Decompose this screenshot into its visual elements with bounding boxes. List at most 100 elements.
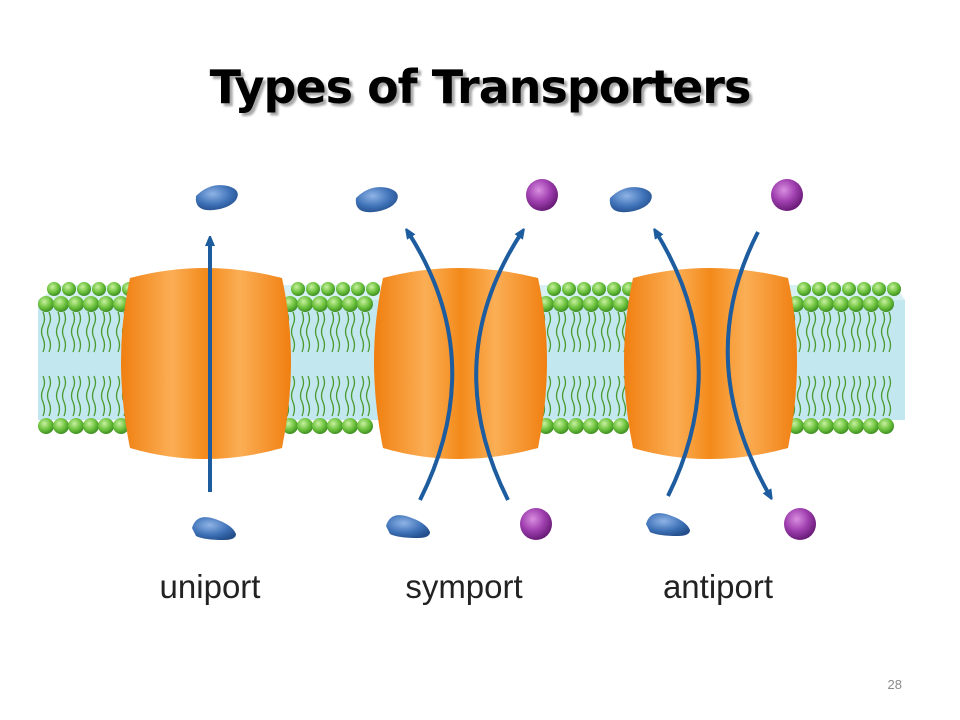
lipid-head: [842, 282, 856, 296]
antiport-protein: [624, 268, 797, 459]
symport-arrow-right: [474, 232, 522, 501]
lipid-tail: [76, 311, 82, 353]
lipid-tail: [344, 311, 350, 353]
lipid-tail: [886, 311, 892, 353]
lipid-tail: [600, 311, 606, 353]
lipid-tail: [85, 375, 91, 417]
lipid-head: [583, 296, 599, 312]
transport-arrows: [210, 232, 770, 500]
lipid-tail: [350, 311, 356, 353]
page-number: 28: [887, 677, 902, 692]
purple-solute-icon: [520, 508, 552, 540]
lipid-tail: [591, 375, 597, 417]
lipid-tail: [290, 311, 296, 353]
lipid-tail: [305, 311, 311, 353]
lipid-head: [598, 296, 614, 312]
lipid-head: [77, 282, 91, 296]
lipid-tail: [85, 311, 91, 353]
lipid-tail: [91, 375, 97, 417]
lipid-head: [553, 296, 569, 312]
lipid-head: [803, 296, 819, 312]
lipid-head: [878, 418, 894, 434]
lipid-head: [613, 296, 629, 312]
lipid-tail: [880, 375, 886, 417]
lipid-tail: [290, 375, 296, 417]
lipid-tail: [606, 311, 612, 353]
lipid-head: [68, 418, 84, 434]
lipid-tail: [350, 375, 356, 417]
transport-proteins: [121, 268, 797, 459]
lipid-head: [321, 282, 335, 296]
lipid-tail: [314, 375, 320, 417]
lipid-head: [583, 418, 599, 434]
lipid-tail: [299, 311, 305, 353]
lipid-tail: [46, 311, 52, 353]
lipid-tail: [811, 375, 817, 417]
lipid-tail: [570, 375, 576, 417]
lipid-tail: [61, 375, 67, 417]
blue-solute-icon: [646, 513, 690, 536]
purple-solute-icon: [784, 508, 816, 540]
lipid-head: [598, 418, 614, 434]
lipid-tail: [115, 311, 121, 353]
lipid-head: [833, 296, 849, 312]
lipid-heads-bottom: [38, 418, 894, 434]
lipid-tail: [320, 375, 326, 417]
lipid-tail: [615, 311, 621, 353]
lipid-tail: [841, 311, 847, 353]
lipid-tail: [546, 375, 552, 417]
lipid-tail: [576, 375, 582, 417]
lipid-tail: [100, 311, 106, 353]
symport-label: symport: [405, 568, 523, 605]
lipid-tail: [865, 311, 871, 353]
lipid-tail: [585, 311, 591, 353]
lipid-head: [62, 282, 76, 296]
lipid-tail: [850, 311, 856, 353]
lipid-head: [92, 282, 106, 296]
lipid-head: [113, 418, 129, 434]
lipid-head: [336, 282, 350, 296]
lipid-head: [863, 296, 879, 312]
lipid-head: [803, 418, 819, 434]
lipid-tail: [314, 311, 320, 353]
lipid-head: [98, 418, 114, 434]
lipid-head: [312, 418, 328, 434]
lipid-tail: [115, 375, 121, 417]
lipid-head: [857, 282, 871, 296]
lipid-tail: [805, 311, 811, 353]
lipid-tail: [546, 311, 552, 353]
antiport-label: antiport: [662, 568, 774, 605]
purple-solute-icon: [526, 179, 558, 211]
lipid-head: [366, 282, 380, 296]
lipid-head: [592, 282, 606, 296]
lipid-head: [357, 418, 373, 434]
blue-solute-icon: [192, 517, 236, 540]
solute-molecules: [192, 179, 816, 540]
lipid-tail: [805, 375, 811, 417]
blue-solute-icon: [609, 187, 652, 213]
lipid-tail: [865, 375, 871, 417]
lipid-head: [38, 418, 54, 434]
lipid-tail: [320, 311, 326, 353]
lipid-tail: [329, 375, 335, 417]
lipid-tail: [585, 375, 591, 417]
lipid-head: [812, 282, 826, 296]
lipid-tail: [365, 375, 371, 417]
lipid-head: [327, 296, 343, 312]
lipid-head: [342, 418, 358, 434]
lipid-tail: [100, 375, 106, 417]
lipid-tail: [561, 311, 567, 353]
antiport-arrow-left: [656, 232, 701, 497]
lipid-tail: [600, 375, 606, 417]
uniport-label: uniport: [159, 568, 261, 605]
lipid-tail: [820, 311, 826, 353]
uniport-protein: [121, 268, 291, 459]
lipid-tail: [796, 375, 802, 417]
lipid-tail: [76, 375, 82, 417]
purple-solute-icon: [771, 179, 803, 211]
lipid-head: [872, 282, 886, 296]
lipid-head: [607, 282, 621, 296]
antiport-arrow-right: [725, 231, 770, 496]
lipid-head: [827, 282, 841, 296]
lipid-tail: [70, 375, 76, 417]
